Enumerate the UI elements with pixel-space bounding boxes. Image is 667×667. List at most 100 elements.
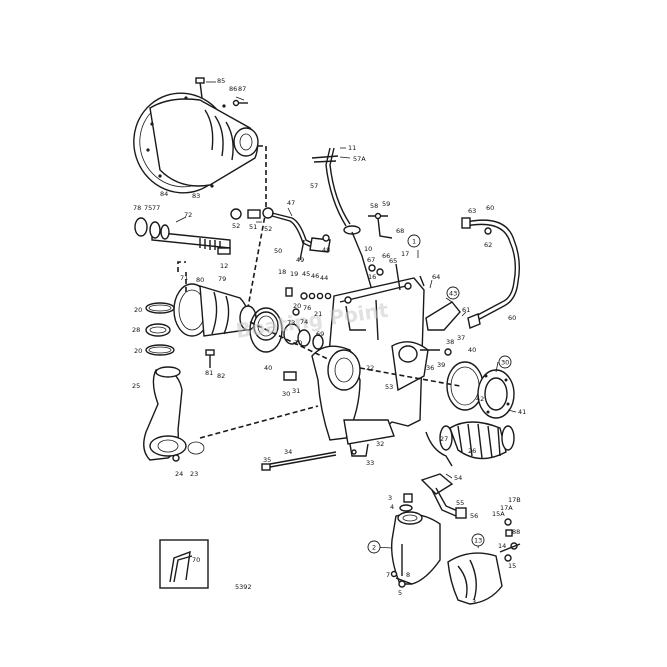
small-hardware: [285, 287, 332, 300]
callout-56: 56: [470, 512, 478, 520]
callout-31: 31: [292, 387, 300, 395]
callout-87: 87: [238, 85, 246, 93]
drive-shaft: [134, 217, 231, 255]
transom-shield: [311, 277, 429, 457]
callout-17a: 17A: [500, 504, 513, 512]
callout-68: 68: [396, 227, 404, 235]
callout-25: 25: [132, 382, 140, 390]
callout-40-left: 40: [264, 364, 272, 372]
callout-3-bottom: 3: [472, 598, 476, 606]
callout-38: 38: [446, 338, 454, 346]
callout-52-right: 52: [264, 225, 272, 233]
callout-64: 64: [432, 273, 440, 281]
callout-49: 49: [296, 256, 304, 264]
callout-69: 69: [316, 330, 324, 338]
control-lever: [311, 147, 377, 305]
hose-clamps: [145, 302, 175, 356]
callout-labels: 85 86 87 84 83 11 57A 57 78 75 77 72 12 …: [132, 77, 526, 606]
callout-78: 78: [133, 204, 141, 212]
callout-3-top: 3: [388, 494, 392, 502]
callout-20-top: 20: [134, 306, 142, 314]
callout-85: 85: [217, 77, 225, 85]
bolt-30-31: [283, 371, 297, 381]
callout-12: 12: [220, 262, 228, 270]
hardware-17b-15: [499, 518, 521, 562]
callout-46: 46: [311, 272, 319, 280]
elbow-centerline: [199, 405, 319, 439]
hose-60: [461, 217, 521, 329]
callout-86: 86: [229, 85, 237, 93]
callout-83: 83: [192, 192, 200, 200]
seal-centerline: [249, 321, 331, 361]
callout-70-detail: 70: [192, 556, 200, 564]
callout-88: 88: [512, 528, 520, 536]
callout-19: 19: [290, 270, 298, 278]
callout-13: 13: [474, 537, 482, 545]
bolt-81-82: [205, 349, 215, 368]
circle-1: [407, 234, 421, 248]
callout-66: 66: [382, 252, 390, 260]
circle-30: [498, 355, 512, 369]
callout-58: 58: [370, 202, 378, 210]
callout-60-top: 60: [486, 204, 494, 212]
callout-40-right: 40: [468, 346, 476, 354]
callout-35: 35: [263, 456, 271, 464]
bellhousing: [173, 283, 279, 341]
flywheel-housing: [133, 77, 259, 194]
callout-75: 75: [144, 204, 152, 212]
callout-16: 16: [368, 273, 376, 281]
callout-11: 11: [348, 144, 356, 152]
hardware-67-17: [368, 263, 425, 291]
circle-13: [471, 533, 485, 547]
callout-62: 62: [484, 241, 492, 249]
callout-82: 82: [217, 372, 225, 380]
callout-5: 5: [398, 589, 402, 597]
callout-42: 42: [476, 395, 484, 403]
callout-24: 24: [175, 470, 183, 478]
hardware-36-40: [420, 348, 452, 356]
callout-71: 71: [180, 274, 188, 282]
callout-39: 39: [437, 361, 445, 369]
callout-51: 51: [249, 223, 257, 231]
hose-54: [420, 431, 467, 519]
bellows-assembly: [439, 361, 515, 460]
detail-box-70: [159, 539, 209, 589]
callout-54: 54: [454, 474, 462, 482]
callout-15a: 15A: [492, 510, 505, 518]
circle-43: [446, 286, 460, 300]
callout-55: 55: [456, 499, 464, 507]
callout-77: 77: [152, 204, 160, 212]
callout-26: 26: [468, 447, 476, 455]
callout-30-circle: 30: [501, 359, 509, 367]
exhaust-elbow: [143, 366, 205, 462]
callout-80: 80: [196, 276, 204, 284]
callout-2: 2: [372, 544, 376, 552]
callout-30: 30: [282, 390, 290, 398]
circle-2: [367, 540, 381, 554]
rod-34: [261, 451, 337, 471]
fitting-3-4: [399, 493, 413, 512]
callout-32: 32: [376, 440, 384, 448]
callout-50: 50: [274, 247, 282, 255]
cover-13: [447, 552, 503, 605]
callout-52-left: 52: [232, 222, 240, 230]
callout-21: 21: [314, 310, 322, 318]
callout-22: 22: [366, 364, 374, 372]
callout-48: 48: [322, 246, 330, 254]
callout-47: 47: [287, 199, 295, 207]
callout-17: 17: [401, 250, 409, 258]
callout-59: 59: [382, 200, 390, 208]
drawing-number: 5392: [235, 583, 252, 591]
callout-14: 14: [498, 542, 506, 550]
callout-27: 27: [440, 435, 448, 443]
callout-43: 43: [449, 290, 457, 298]
callout-8: 8: [406, 571, 410, 579]
callout-44: 44: [320, 274, 328, 282]
bellows-centerline: [359, 367, 461, 387]
callout-81: 81: [205, 369, 213, 377]
bracket-dashed: [177, 261, 187, 292]
callout-7: 7: [386, 571, 390, 579]
callout-65: 65: [389, 257, 397, 265]
callout-20-bottom: 20: [134, 347, 142, 355]
lower-gearcase: [390, 511, 441, 588]
